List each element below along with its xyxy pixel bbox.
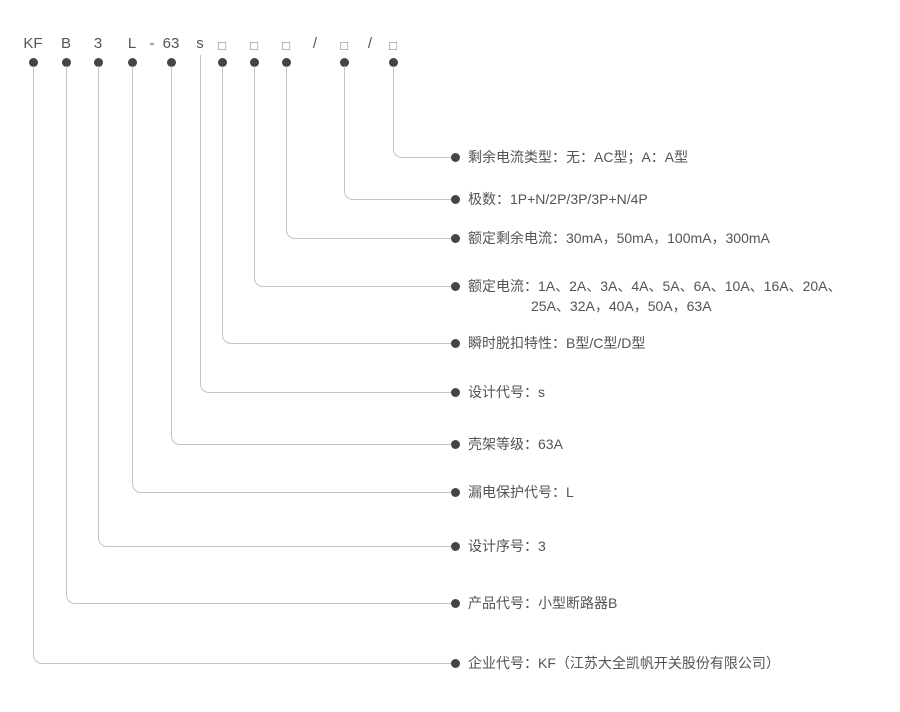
label-dot-frame-level [451,440,460,449]
label-dot-design-code [451,388,460,397]
label-design-code: 设计代号：s [468,384,545,400]
connector-box3-rated-residual-current [286,66,451,239]
code-part-box3: □ [282,38,290,53]
code-part-box5: □ [389,38,397,53]
connector-box2-rated-current [254,66,451,287]
label-leakage-protection: 漏电保护代号：L [468,484,574,500]
label-dot-design-serial [451,542,460,551]
connector-l-leakage-protection [132,66,451,493]
code-part-kf: KF [23,35,43,52]
label-frame-level: 壳架等级：63A [468,436,563,452]
label-dot-residual-current-type [451,153,460,162]
code-dot-b [62,58,71,67]
code-part-3: 3 [93,35,103,52]
connector-box5-residual-current-type [393,66,451,158]
code-dot-l [128,58,137,67]
code-dot-box2 [250,58,259,67]
label-rated-current-line1: 额定电流：1A、2A、3A、4A、5A、6A、10A、16A、20A、 [468,278,842,294]
label-rated-current-line2: 25A、32A，40A，50A，63A [531,298,712,314]
code-part-slash1: / [312,35,318,52]
label-enterprise-code: 企业代号：KF（江苏大全凯帆开关股份有限公司） [468,655,780,671]
code-part-slash2: / [367,35,373,52]
code-part-box4: □ [340,38,348,53]
connector-kf-enterprise-code [33,66,451,664]
code-part-box1: □ [218,38,226,53]
label-dot-rated-residual-current [451,234,460,243]
code-dot-box5 [389,58,398,67]
code-dot-kf [29,58,38,67]
connector-63-frame-level [171,66,451,445]
code-part-b: B [60,35,72,52]
connector-box4-poles [344,66,451,200]
code-dot-3 [94,58,103,67]
label-dot-rated-current [451,282,460,291]
code-part-dash: - [149,35,155,52]
label-dot-enterprise-code [451,659,460,668]
code-part-63: 63 [162,35,180,52]
label-design-serial: 设计序号：3 [468,538,546,554]
connector-box1-instantaneous-tripping [222,66,451,344]
label-dot-product-code [451,599,460,608]
code-part-box2: □ [250,38,258,53]
label-product-code: 产品代号：小型断路器B [468,595,618,611]
label-dot-instantaneous-tripping [451,339,460,348]
connector-s-design-code [200,55,451,393]
code-dot-box4 [340,58,349,67]
label-rated-residual-current: 额定剩余电流：30mA，50mA，100mA，300mA [468,230,770,246]
code-dot-box3 [282,58,291,67]
label-instantaneous-tripping: 瞬时脱扣特性：B型/C型/D型 [468,335,646,351]
label-residual-current-type: 剩余电流类型：无：AC型；A：A型 [468,149,689,165]
code-dot-63 [167,58,176,67]
label-dot-leakage-protection [451,488,460,497]
label-dot-poles [451,195,460,204]
code-part-l: L [127,35,137,52]
label-poles: 极数：1P+N/2P/3P/3P+N/4P [468,191,648,207]
code-part-s: s [196,35,204,52]
label-rated-current: 额定电流：1A、2A、3A、4A、5A、6A、10A、16A、20A、 25A、3… [468,276,841,316]
code-dot-box1 [218,58,227,67]
connector-b-product-code [66,66,451,604]
connector-3-design-serial [98,66,451,547]
